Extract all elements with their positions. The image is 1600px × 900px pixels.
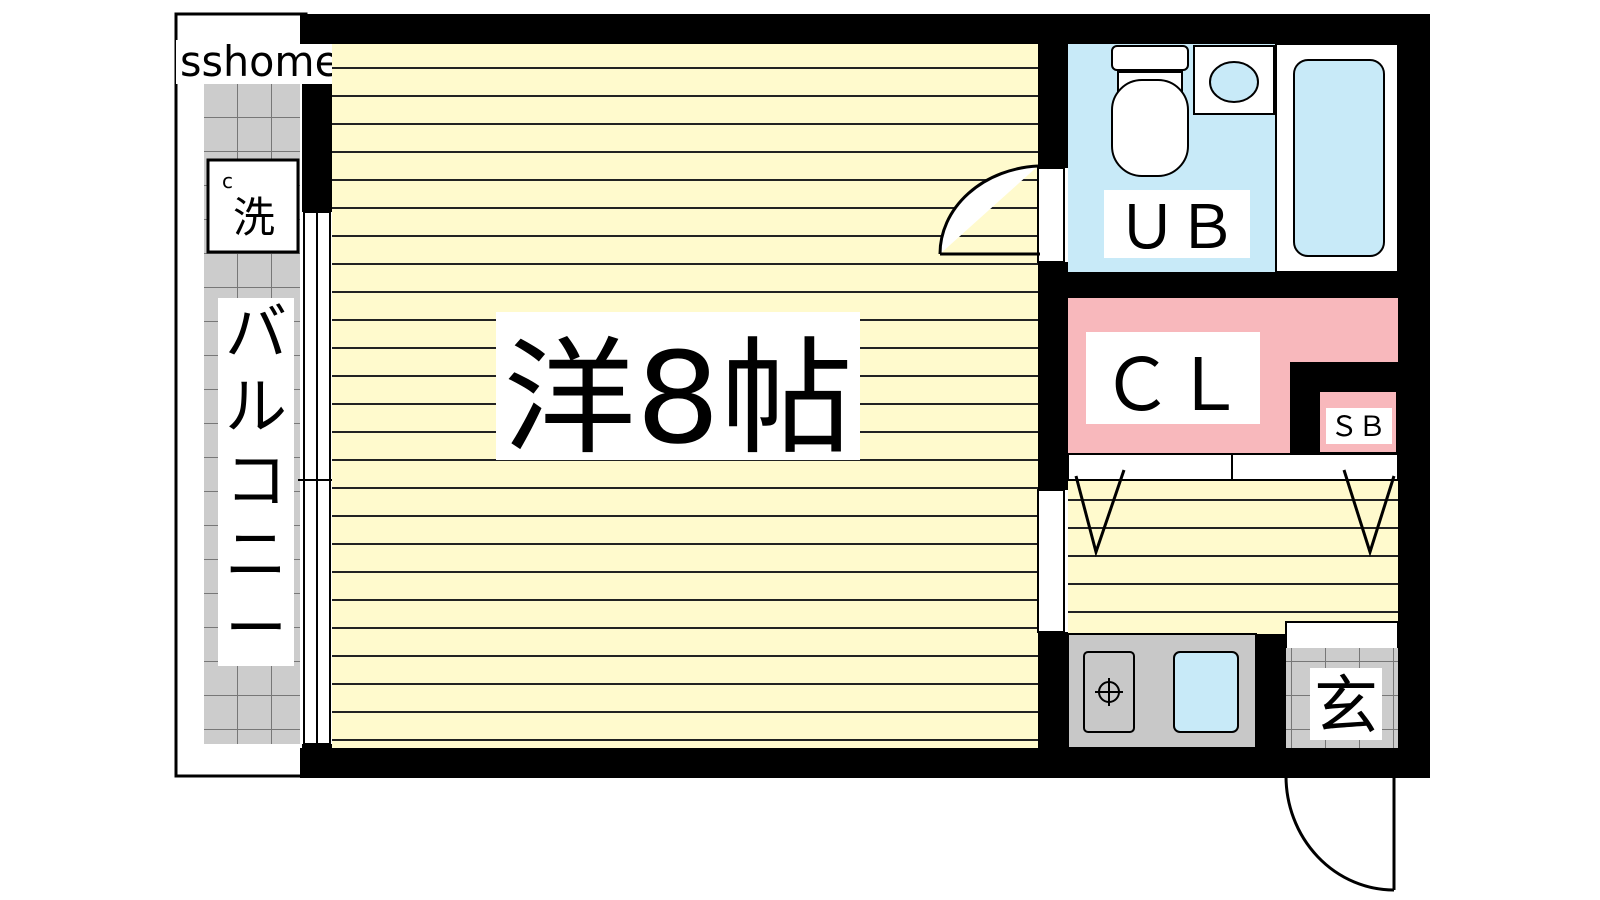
- balcony-window: [298, 211, 344, 745]
- unit-bath: ＵＢ: [1068, 43, 1399, 273]
- closet-label-bg: [1086, 332, 1260, 424]
- sink: [1173, 651, 1239, 733]
- floor-boards: [332, 67, 1038, 741]
- closet-doors: [1067, 453, 1399, 558]
- svg-text:ニ: ニ: [225, 518, 287, 591]
- watermark-bg: [176, 40, 344, 84]
- entrance-label-bg: [1310, 668, 1382, 740]
- entrance-label: 玄: [1314, 670, 1378, 744]
- balcony-label: バ ル コ ニ ー: [225, 296, 287, 665]
- hallway-floor: [1068, 454, 1398, 634]
- kitchen: [1067, 633, 1257, 749]
- walls: [300, 14, 1430, 778]
- balcony: c 洗 バ ル コ ニ ー: [174, 12, 308, 778]
- entrance-door: [1284, 775, 1396, 892]
- bath-door: [938, 164, 1065, 263]
- western-room-label-bg: [496, 312, 860, 460]
- western-room-label: 洋8帖: [503, 325, 853, 472]
- brand-watermark: sshome: [180, 37, 340, 86]
- washer-space: [206, 158, 300, 254]
- entrance: 玄: [1285, 621, 1399, 749]
- closet-label: ＣＬ: [1101, 343, 1245, 427]
- svg-text:コ: コ: [225, 444, 287, 517]
- shoe-box-label: ＳＢ: [1330, 410, 1386, 443]
- washer-mark: c: [222, 169, 233, 193]
- washer-label: 洗: [233, 193, 275, 242]
- stove-burner-icon: [1095, 678, 1123, 706]
- balcony-label-bg: [218, 298, 294, 666]
- svg-text:バ: バ: [225, 296, 287, 369]
- svg-text:ー: ー: [225, 592, 287, 665]
- hallway-boards: [1068, 499, 1398, 613]
- shoe-box-label-bg: [1326, 408, 1392, 444]
- hallway-door: [1037, 489, 1065, 633]
- svg-text:ル: ル: [225, 370, 287, 443]
- wash-basin: [1209, 61, 1259, 103]
- western-room: 洋8帖: [332, 44, 1038, 748]
- toilet: [1111, 45, 1189, 177]
- bath-label: ＵＢ: [1117, 193, 1237, 263]
- closet: ＣＬ ＳＢ: [1068, 298, 1398, 454]
- bath-label-bg: [1104, 190, 1250, 258]
- bathtub: [1293, 59, 1385, 257]
